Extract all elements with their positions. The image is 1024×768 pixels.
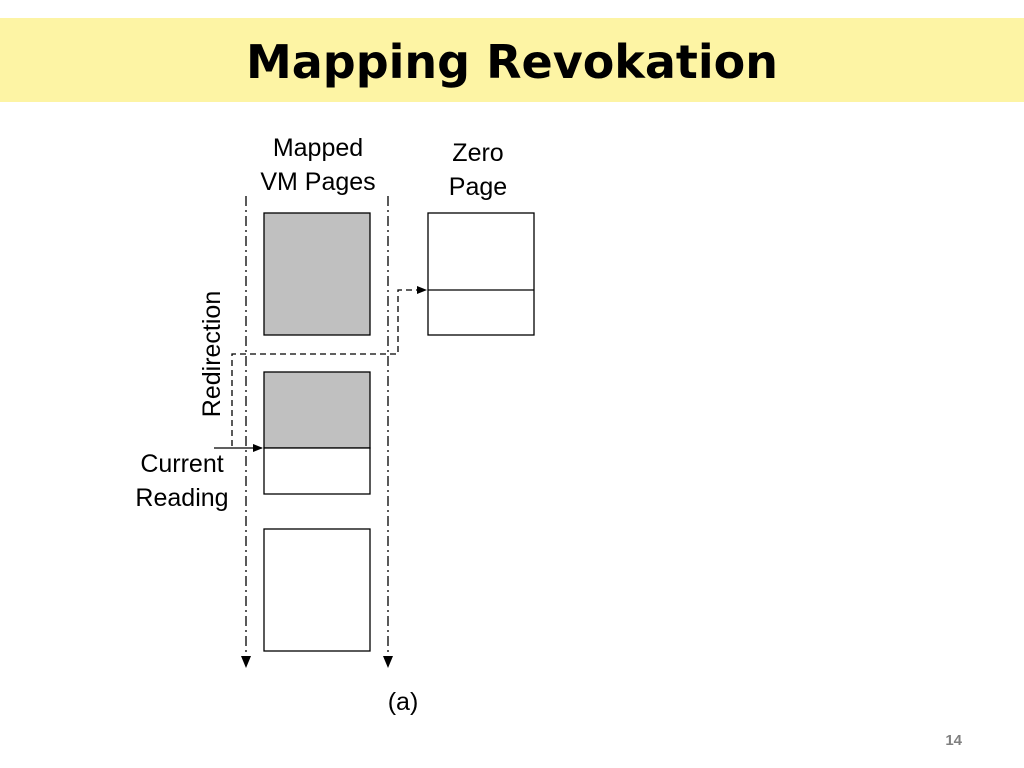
- left-boundary-arrowhead: [241, 656, 251, 668]
- current-reading-label-line1: Current: [140, 450, 223, 478]
- mapped-page-3: [263, 528, 371, 652]
- zero-page-label-line1: Zero: [452, 139, 503, 167]
- slide-title: Mapping Revokation: [245, 35, 779, 89]
- mapped-page-2-remainder: [263, 447, 371, 495]
- mapped-vm-pages-label-line2: VM Pages: [260, 168, 375, 196]
- redirection-label: Redirection: [198, 291, 226, 417]
- title-bar: Mapping Revokation: [0, 18, 1024, 102]
- mapped-page-2: [263, 371, 371, 449]
- right-boundary-arrowhead: [383, 656, 393, 668]
- mapped-vm-pages-label-line1: Mapped: [273, 134, 363, 162]
- slide-number: 14: [945, 732, 962, 749]
- mapped-page-1: [263, 212, 371, 336]
- zero-page: [427, 212, 535, 336]
- current-reading-label-line2: Reading: [135, 484, 228, 512]
- redirection-path: [231, 286, 427, 446]
- zero-page-label-line2: Page: [449, 173, 507, 201]
- figure-caption: (a): [388, 688, 419, 716]
